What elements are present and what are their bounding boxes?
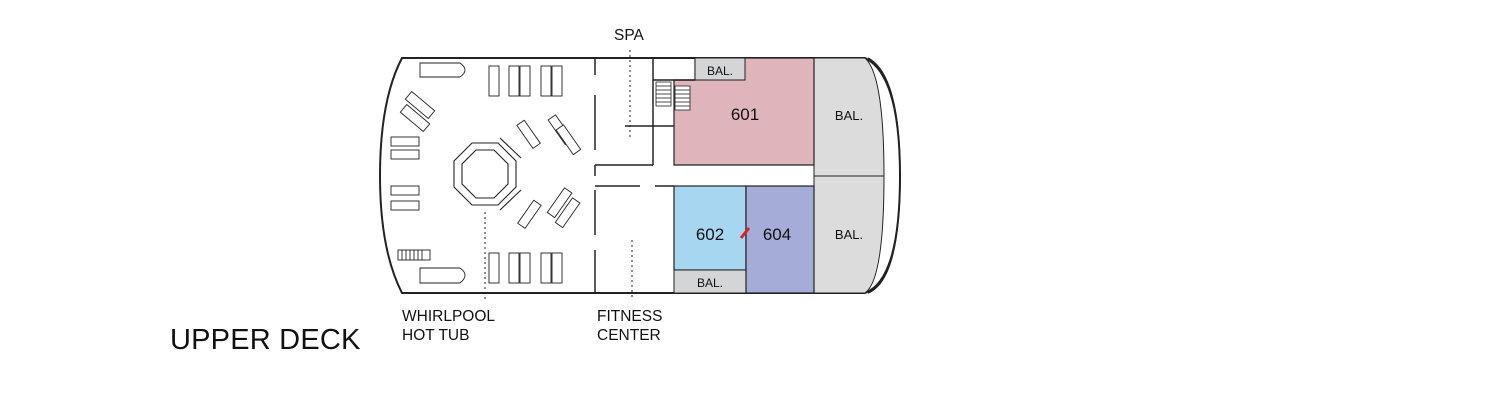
balcony-label-601: BAL. <box>707 64 733 78</box>
balcony-label-fwd-bottom: BAL. <box>835 227 863 242</box>
connecting-door <box>739 227 751 239</box>
balcony-label-602: BAL. <box>697 276 723 290</box>
whirlpool-label-line1: WHIRLPOOL <box>402 308 496 325</box>
balcony-label-fwd-top: BAL. <box>835 108 863 123</box>
deck-title: UPPER DECK <box>170 324 361 356</box>
balcony-601 <box>694 57 746 81</box>
sun-loungers <box>390 62 582 284</box>
spa-label: SPA <box>614 26 644 45</box>
cabin-602-number: 602 <box>696 225 724 244</box>
fitness-center-label: FITNESS CENTER <box>597 307 662 345</box>
stairs-icon <box>655 81 691 111</box>
whirlpool-label-line2: HOT TUB <box>402 327 470 344</box>
cabin-601-number: 601 <box>731 105 759 124</box>
forward-balconies <box>813 57 901 294</box>
spa-label-text: SPA <box>614 27 644 44</box>
cabin-604[interactable] <box>745 185 815 294</box>
fitness-label-line1: FITNESS <box>597 308 663 325</box>
whirlpool-hot-tub-icon <box>453 137 522 211</box>
cabin-604-number: 604 <box>763 225 791 244</box>
fitness-label-line2: CENTER <box>597 327 661 344</box>
leader-lines <box>484 50 633 300</box>
interior-walls <box>594 58 695 293</box>
whirlpool-hot-tub-label: WHIRLPOOL HOT TUB <box>402 307 495 345</box>
